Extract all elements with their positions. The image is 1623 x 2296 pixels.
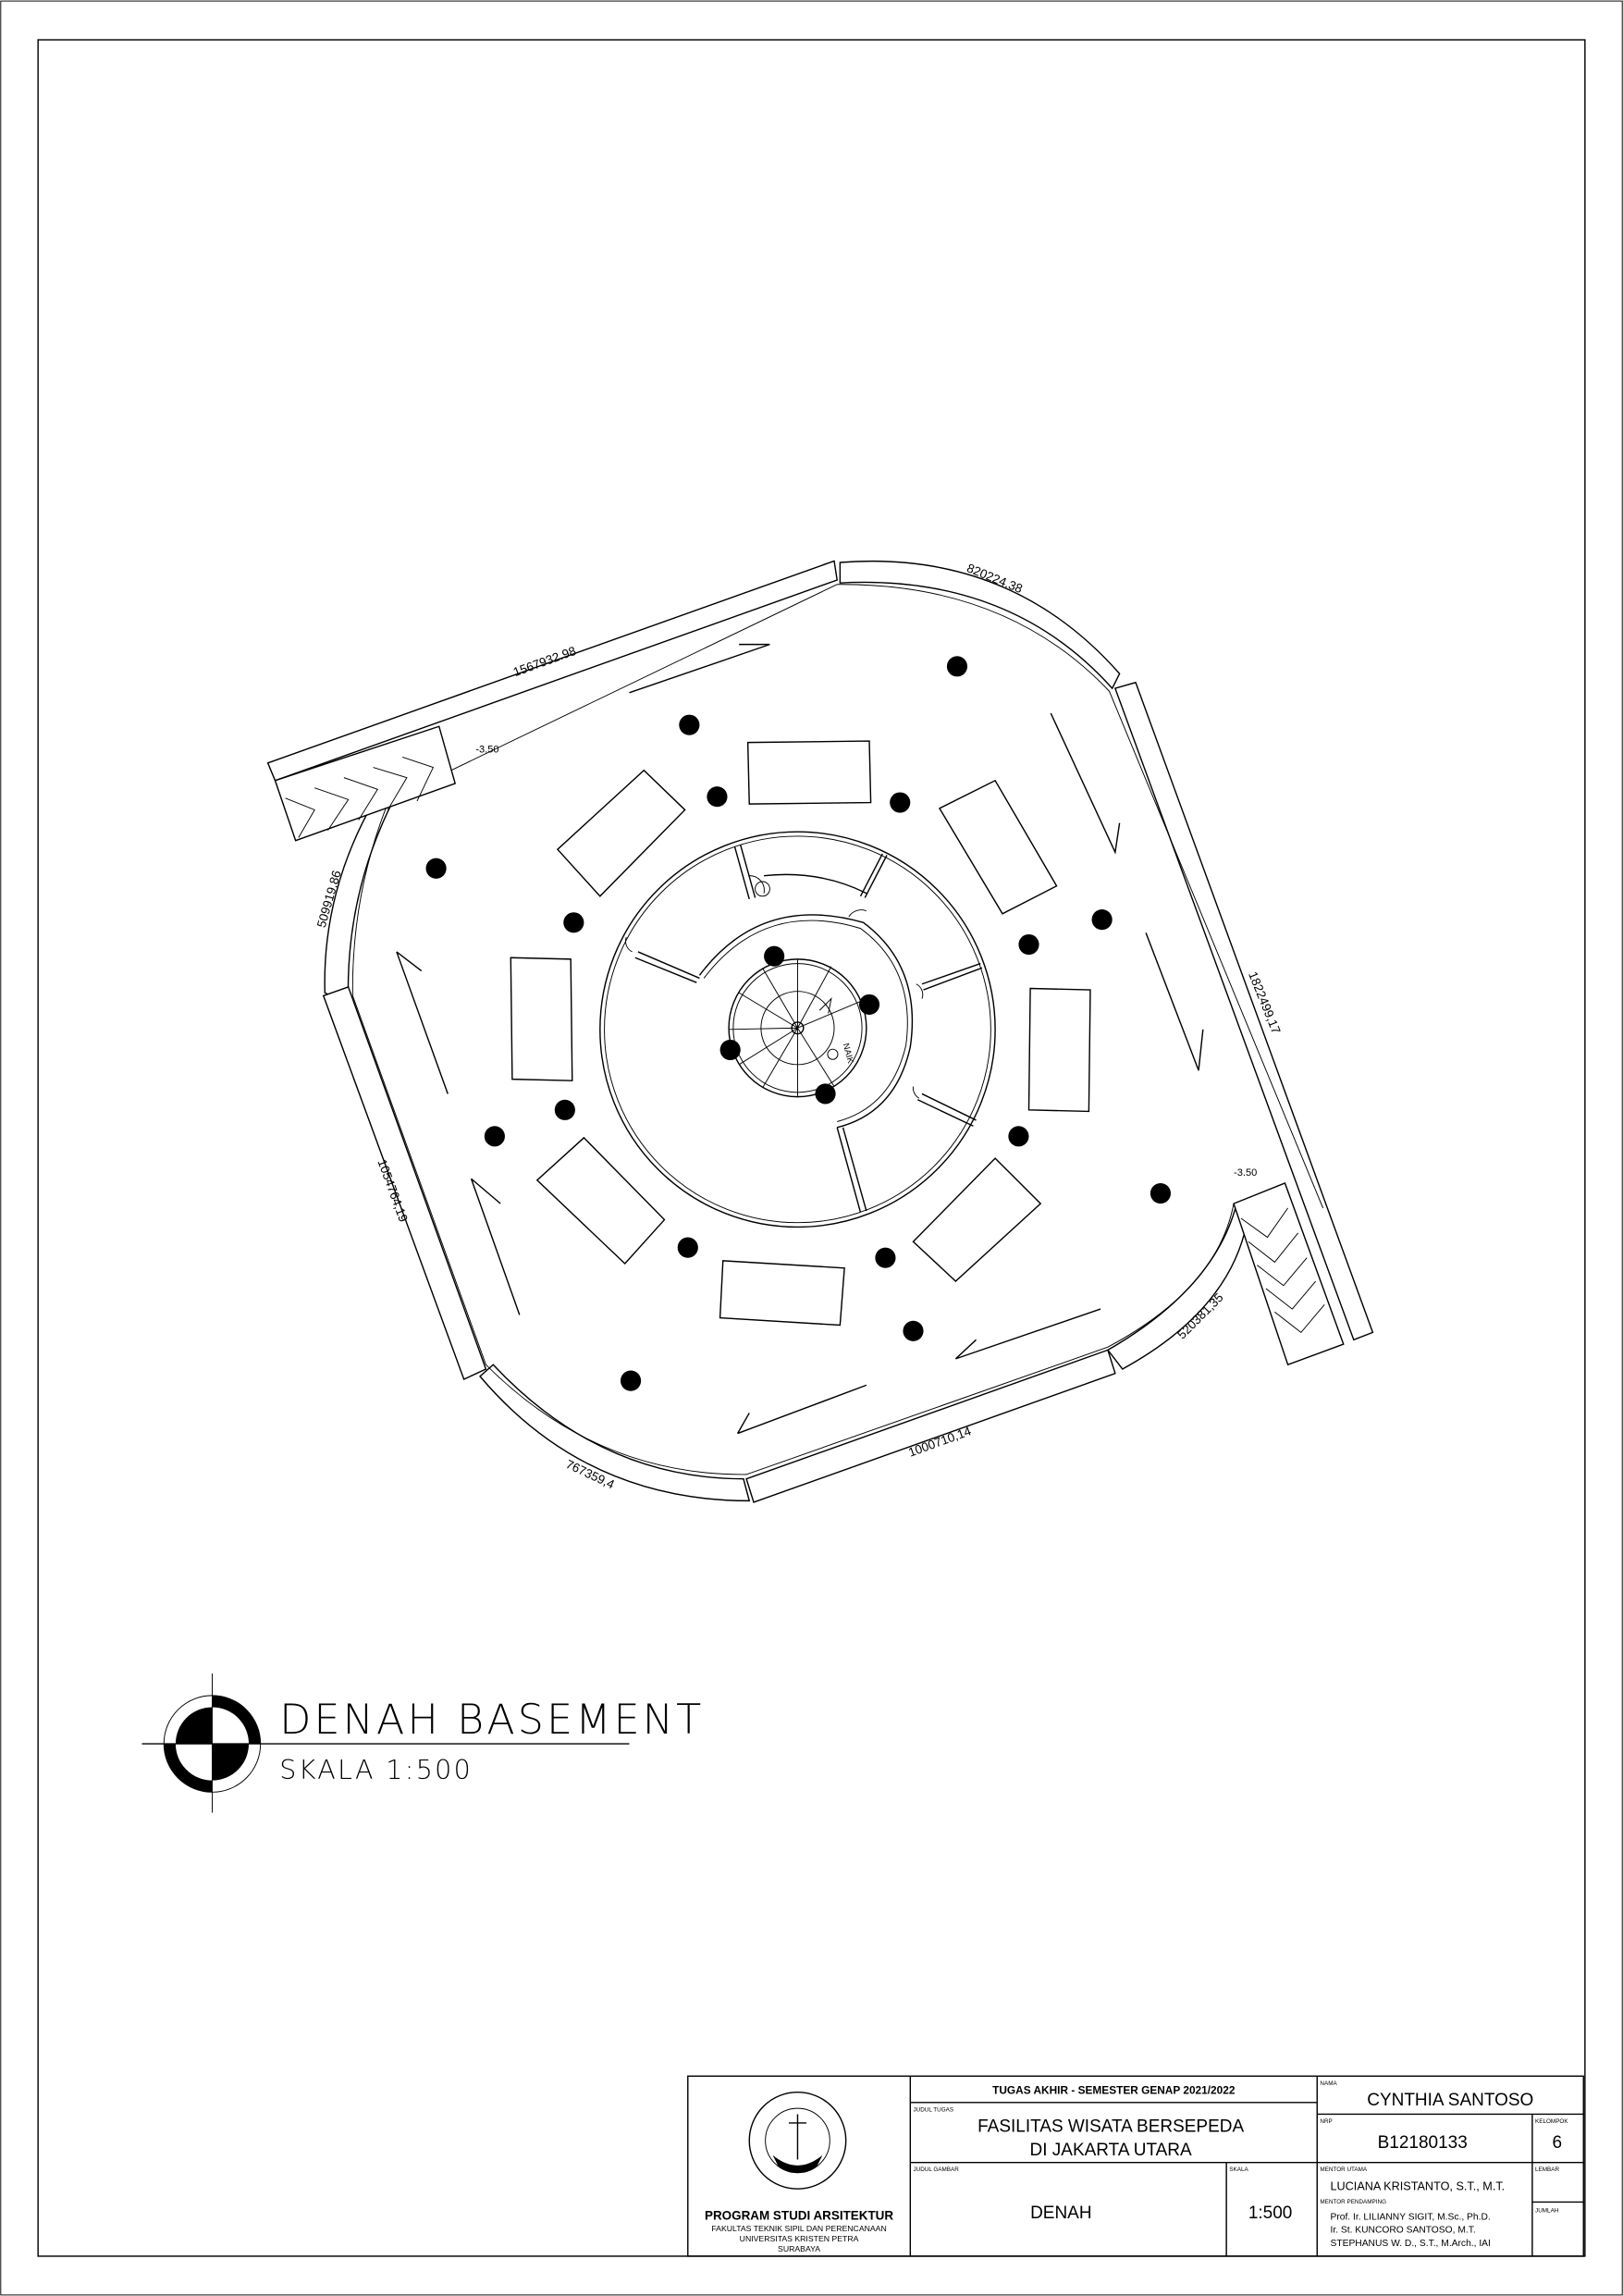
mentor-utama-value: LUCIANA KRISTANTO, S.T., M.T. — [1330, 2180, 1505, 2193]
level-label-bottom-right: -3.50 — [1234, 1167, 1257, 1179]
nrp-label: NRP — [1320, 2118, 1332, 2125]
nama-value: CYNTHIA SANTOSO — [1367, 2091, 1533, 2110]
ramp-top-left — [274, 725, 457, 842]
planters — [510, 740, 1091, 1327]
floor-edge — [351, 584, 1324, 1475]
mentor-pendamping-label: MENTOR PENDAMPING — [1320, 2199, 1386, 2205]
judul-tugas-label: JUDUL TUGAS — [913, 2106, 953, 2113]
jumlah-label: JUMLAH — [1535, 2207, 1559, 2214]
central-ring-outer — [599, 831, 996, 1228]
city-name: SURABAYA — [778, 2244, 820, 2253]
spiral-stair: NAIK — [728, 958, 867, 1098]
section-symbol-icon — [164, 1695, 261, 1793]
drawing-frame — [37, 39, 1586, 2257]
judul-gambar-label: JUDUL GAMBAR — [913, 2166, 959, 2173]
program-name: PROGRAM STUDI ARSITEKTUR — [705, 2208, 893, 2222]
bottom-left-arc-wall — [479, 1364, 751, 1502]
mentor-pendamping-3: STEPHANUS W. D., S.T., M.Arch., IAI — [1330, 2239, 1490, 2249]
partition-walls — [634, 845, 983, 1213]
skala-value: 1:500 — [1248, 2203, 1293, 2223]
level-label-top-left: -3.50 — [475, 745, 498, 756]
lembar-label: LEMBAR — [1535, 2166, 1559, 2173]
kelompok-label: KELOMPOK — [1535, 2118, 1568, 2125]
floor-plan: NAIK -3.50 - — [266, 560, 1374, 1503]
bottom-right-arc-wall — [1106, 1202, 1248, 1370]
judul-tugas-line2: DI JAKARTA UTARA — [1030, 2141, 1192, 2160]
faculty-name: FAKULTAS TEKNIK SIPIL DAN PERENCANAAN — [711, 2224, 886, 2233]
nrp-value: B12180133 — [1378, 2133, 1468, 2153]
ramp-bottom-right — [1233, 1182, 1345, 1366]
left-wall — [322, 986, 487, 1381]
circulation-arrows — [396, 643, 1204, 1435]
central-ring-outer-inner — [604, 835, 991, 1224]
mentor-pendamping-2: Ir. St. KUNCORO SANTOSO, M.T. — [1330, 2226, 1475, 2236]
kelompok-value: 6 — [1553, 2133, 1563, 2153]
drawing-title: DENAH BASEMENT SKALA 1:500 — [141, 1673, 704, 1813]
drawing-scale-text: SKALA 1:500 — [279, 1755, 473, 1785]
bottom-wall — [745, 1349, 1116, 1503]
inner-ring-wall — [698, 914, 914, 1129]
drawing-title-text: DENAH BASEMENT — [279, 1697, 704, 1744]
top-wall — [266, 560, 838, 782]
stair-label-naik: NAIK — [841, 1043, 856, 1066]
skala-label: SKALA — [1229, 2166, 1248, 2173]
mentor-pendamping-1: Prof. Ir. LILIANNY SIGIT, M.Sc., Ph.D. — [1330, 2212, 1490, 2222]
university-name: UNIVERSITAS KRISTEN PETRA — [740, 2234, 859, 2243]
mentor-utama-label: MENTOR UTAMA — [1320, 2166, 1368, 2173]
title-block: PROGRAM STUDI ARSITEKTUR FAKULTAS TEKNIK… — [687, 2075, 1584, 2257]
judul-gambar: DENAH — [1030, 2203, 1091, 2223]
right-wall — [1113, 681, 1374, 1341]
nama-label: NAMA — [1320, 2080, 1337, 2087]
top-right-arc-wall — [839, 560, 1121, 690]
university-logo — [748, 2092, 847, 2190]
judul-tugas-line1: FASILITAS WISATA BERSEPEDA — [977, 2117, 1244, 2136]
header-text: TUGAS AKHIR - SEMESTER GENAP 2021/2022 — [992, 2083, 1236, 2096]
columns — [425, 656, 1172, 1391]
